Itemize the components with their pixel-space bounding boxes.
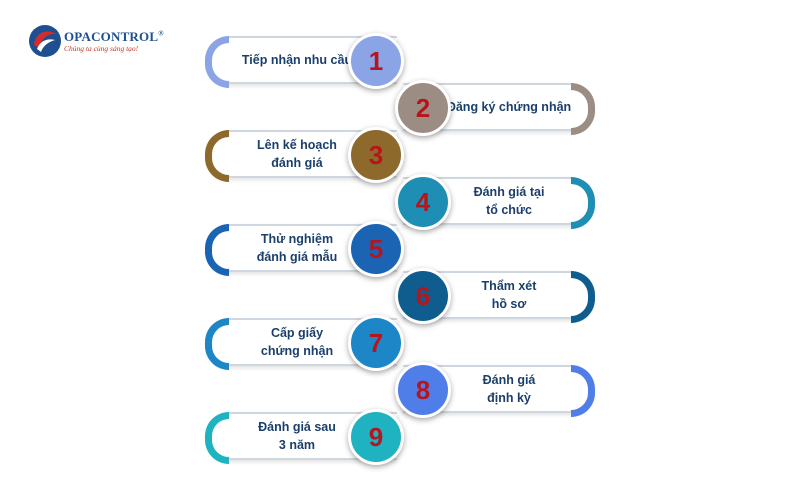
opacontrol-logo: OPACONTROL® Chúng ta cùng sáng tạo! [28, 24, 178, 58]
step-9: Đánh giá sau 3 năm 9 [0, 409, 800, 465]
step-label: Đánh giá định kỳ [482, 373, 536, 405]
step-number-badge: 5 [348, 221, 404, 277]
step-card-accent [571, 271, 595, 323]
step-3: Lên kế hoạch đánh giá 3 [0, 127, 800, 183]
step-number-badge: 2 [395, 80, 451, 136]
step-5: Thử nghiệm đánh giá mẫu 5 [0, 221, 800, 277]
step-label: Đăng ký chứng nhận [446, 100, 572, 114]
step-card-accent [571, 177, 595, 229]
step-card-accent [205, 412, 229, 464]
step-label: Tiếp nhận nhu cầu [241, 53, 353, 67]
step-card-accent [205, 224, 229, 276]
step-card: Đánh giá định kỳ [403, 365, 595, 417]
step-card-accent [571, 365, 595, 417]
step-card-accent [205, 318, 229, 370]
step-number-badge: 8 [395, 362, 451, 418]
logo-swirl-icon [29, 25, 61, 57]
step-card-accent [205, 130, 229, 182]
step-label: Đánh giá sau 3 năm [258, 420, 336, 452]
step-card: Tiếp nhận nhu cầu [205, 36, 397, 88]
step-number-badge: 4 [395, 174, 451, 230]
step-6: Thẩm xét hồ sơ 6 [0, 268, 800, 324]
logo-slogan: Chúng ta cùng sáng tạo! [64, 44, 139, 53]
step-number-badge: 3 [348, 127, 404, 183]
step-label: Lên kế hoạch đánh giá [257, 138, 337, 170]
step-4: Đánh giá tại tổ chức 4 [0, 174, 800, 230]
step-number-badge: 6 [395, 268, 451, 324]
step-number-badge: 1 [348, 33, 404, 89]
step-card-accent [205, 36, 229, 88]
step-label: Thử nghiệm đánh giá mẫu [256, 232, 338, 264]
step-label: Thẩm xét hồ sơ [481, 279, 537, 311]
step-number-badge: 9 [348, 409, 404, 465]
step-label: Đánh giá tại tổ chức [473, 185, 545, 217]
step-number-badge: 7 [348, 315, 404, 371]
step-label: Cấp giấy chứng nhận [260, 326, 334, 358]
logo-name: OPACONTROL® [64, 29, 164, 44]
step-7: Cấp giấy chứng nhận 7 [0, 315, 800, 371]
step-card-accent [571, 83, 595, 135]
step-8: Đánh giá định kỳ 8 [0, 362, 800, 418]
